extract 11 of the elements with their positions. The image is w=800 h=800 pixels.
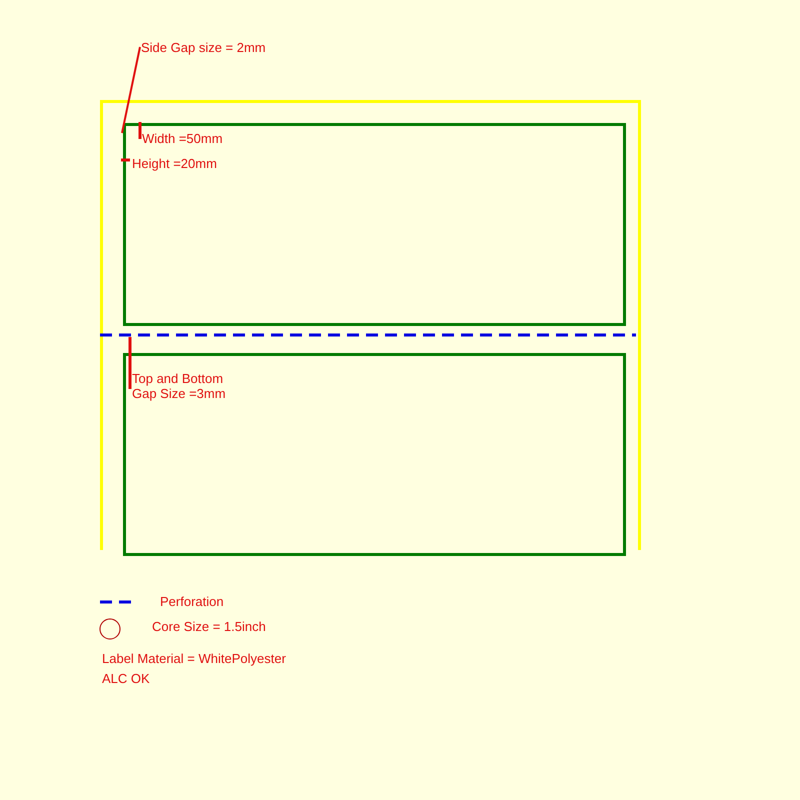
annotation-text: Top and Bottom Gap Size =3mm <box>132 371 227 401</box>
annotation-text: ALC OK <box>102 671 151 686</box>
legend-text: Perforation <box>160 594 224 609</box>
legend-text: Core Size = 1.5inch <box>152 618 266 634</box>
annotation-text: Label Material = WhitePolyester <box>102 651 287 666</box>
leader-line <box>121 46 141 134</box>
label-outline <box>123 123 626 326</box>
annotation-text: Width =50mm <box>142 131 224 146</box>
label-outline <box>123 353 626 556</box>
annotation-text: Height =20mm <box>132 156 218 171</box>
annotation-text: Side Gap size = 2mm <box>141 40 266 55</box>
